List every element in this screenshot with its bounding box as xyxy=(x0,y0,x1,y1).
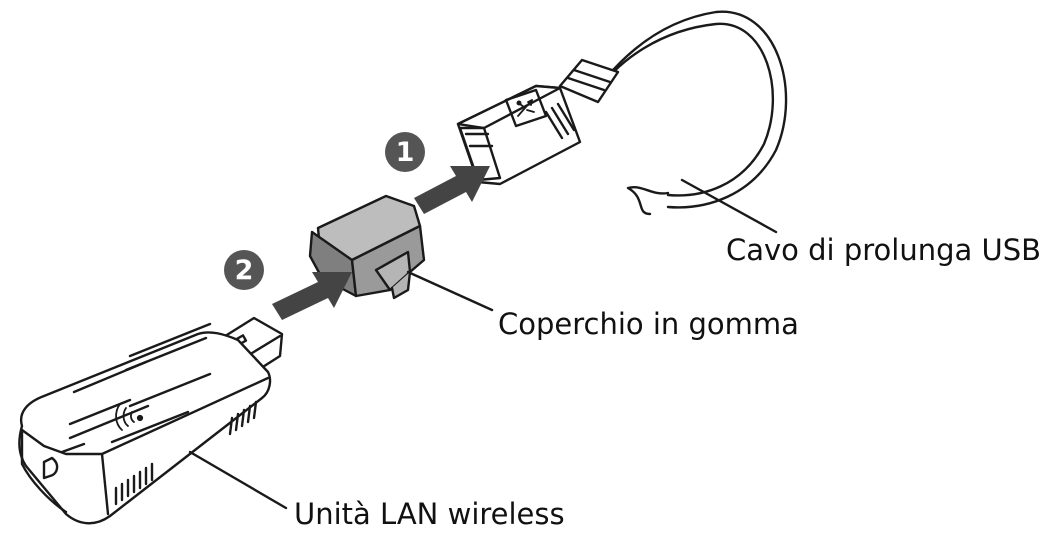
arrow-right-icon xyxy=(272,272,352,320)
step-1-badge: 1 xyxy=(385,132,425,172)
leader-line-cable xyxy=(680,178,778,234)
wireless-signal-icon xyxy=(115,403,144,431)
wireless-lan-unit xyxy=(18,316,284,525)
rubber-cover xyxy=(308,194,426,300)
label-usb-extension-cable: Cavo di prolunga USB xyxy=(726,233,1042,267)
leader-line-unit xyxy=(188,450,288,510)
leader-line-cover xyxy=(406,270,494,312)
label-wireless-lan-unit: Unità LAN wireless xyxy=(294,497,565,531)
usb-extension-cable xyxy=(456,10,788,216)
arrow-right-icon xyxy=(414,166,490,214)
usb-symbol-icon xyxy=(516,99,535,117)
step-2-badge: 2 xyxy=(224,250,264,290)
label-rubber-cover: Coperchio in gomma xyxy=(498,307,799,341)
